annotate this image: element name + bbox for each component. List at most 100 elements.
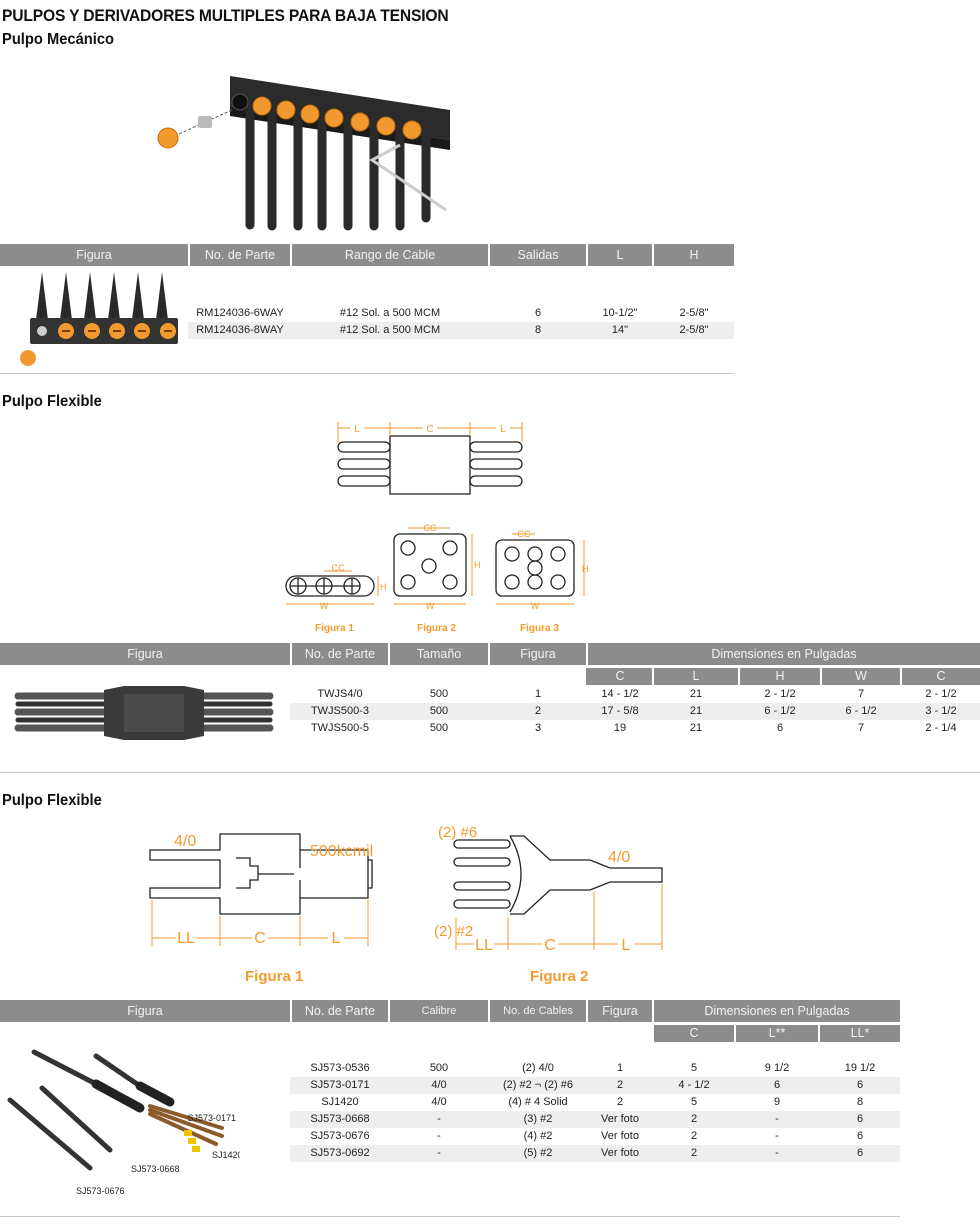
flex1-row2-part: TWJS500-3: [310, 705, 370, 717]
flex2-figure1-caption: Figura 1: [245, 968, 304, 985]
mech-row1-H: 2-5/8": [679, 307, 709, 319]
flex2-row5-cal: -: [437, 1130, 441, 1142]
flex1-row1-C: 14 - 1/2: [601, 688, 639, 700]
flex2-row4-part: SJ573-0668: [310, 1113, 370, 1125]
fig2-label-out: 4/0: [608, 849, 630, 866]
photo-label-2: SJ1420: [212, 1150, 240, 1160]
dim-col-L: L: [692, 669, 700, 683]
flex2-row2-cal: 4/0: [431, 1079, 447, 1091]
flex1-row3-part: TWJS500-5: [310, 722, 370, 734]
flex2-row3-cal: 4/0: [431, 1096, 447, 1108]
flex2-row5-dims-1: -: [775, 1130, 779, 1142]
flex2-row2-fig: 2: [616, 1079, 624, 1091]
fig2-label-C: C: [544, 937, 556, 954]
fig1-label-LL: LL: [177, 930, 195, 947]
flex2-row1-dims-1: 9 1/2: [764, 1062, 790, 1074]
flex1-row3-C2: 2 - 1/4: [925, 722, 957, 734]
mech-row1-range: #12 Sol. a 500 MCM: [339, 307, 441, 319]
fig1-label-out: 500kcmil: [310, 843, 373, 860]
mech-row2-H: 2-5/8": [679, 324, 709, 336]
col-cables: No. de Cables: [503, 1005, 573, 1017]
dim-label-L-left: L: [354, 424, 360, 435]
fig1-label-in: 4/0: [174, 833, 196, 850]
col-figure: Figura: [520, 647, 556, 661]
flexible-2-table-image: SJ573-0171 SJ1420 SJ573-0668 SJ573-0676: [7, 1049, 240, 1174]
dim-col-C2: C: [936, 669, 946, 683]
section-title-mechanical: Pulpo Mecánico: [2, 31, 115, 48]
flex1-row1-C2: 2 - 1/2: [925, 688, 957, 700]
divider: [0, 1216, 900, 1217]
flex1-row3-L: 21: [689, 722, 703, 734]
flex2-row6-part: SJ573-0692: [310, 1147, 370, 1159]
flex2-figure2-caption: Figura 2: [530, 968, 589, 985]
col-part: No. de Parte: [304, 647, 376, 661]
flex2-row3-dims-1: 9: [773, 1096, 781, 1108]
divider: [0, 772, 980, 773]
dim-label-C-top: C: [426, 424, 433, 435]
section-title-flexible-1: Pulpo Flexible: [2, 393, 102, 410]
flex2-row5-fig: Ver foto: [601, 1130, 639, 1142]
col-H: H: [689, 248, 699, 262]
flex1-row1-L: 21: [689, 688, 703, 700]
fig2-label-in-a: (2) #6: [438, 824, 477, 841]
fig1-label-CC: CC: [332, 563, 345, 573]
fig1-label-H: H: [380, 582, 387, 592]
flex1-row3-W: 7: [857, 722, 865, 734]
dim-col-C: C: [689, 1026, 699, 1040]
col-L: L: [616, 248, 624, 262]
flex1-figure3-caption: Figura 3: [520, 623, 559, 634]
flex1-row3-size: 500: [429, 722, 449, 734]
flex2-row6-dims-0: 2: [690, 1147, 698, 1159]
flex2-row4-cal: -: [437, 1113, 441, 1125]
mechanical-table-header: Figura No. de Parte Rango de Cable Salid…: [0, 244, 734, 266]
dim-label-L-right: L: [500, 424, 506, 435]
col-size: Tamaño: [416, 647, 462, 661]
page-title: PULPOS Y DERIVADORES MULTIPLES PARA BAJA…: [2, 6, 449, 25]
flex2-row6-dims-1: -: [775, 1147, 779, 1159]
fig2-label-CC: CC: [424, 523, 437, 533]
flex1-row2-H: 6 - 1/2: [764, 705, 796, 717]
col-figura: Figura: [76, 248, 112, 262]
flex2-row1-part: SJ573-0536: [310, 1062, 370, 1074]
flex1-row1-part: TWJS4/0: [317, 688, 363, 700]
fig1-label-L: L: [332, 930, 341, 947]
fig1-label-C: C: [254, 930, 266, 947]
flex2-row1-dims-0: 5: [690, 1062, 698, 1074]
col-dimensions: Dimensiones en Pulgadas: [704, 1004, 850, 1018]
flex1-row1-fig: 1: [534, 688, 542, 700]
flex2-row5-dims-2: 6: [856, 1130, 864, 1142]
mechanical-connector-image: [157, 76, 450, 231]
flex2-row3-cables: (4) # 4 Solid: [508, 1096, 568, 1108]
divider: [0, 373, 734, 374]
flex2-row6-dims-2: 6: [856, 1147, 864, 1159]
col-part: No. de Parte: [304, 1004, 376, 1018]
flex2-row6-fig: Ver foto: [601, 1147, 639, 1159]
mech-row1-outlets: 6: [534, 307, 542, 319]
flex1-row3-H: 6: [776, 722, 784, 734]
flex1-row1-size: 500: [429, 688, 449, 700]
flex1-row1-H: 2 - 1/2: [764, 688, 796, 700]
fig3-label-W: W: [531, 601, 540, 611]
flex1-figure1-caption: Figura 1: [315, 623, 354, 634]
dim-col-LL: LL*: [850, 1026, 870, 1040]
flex1-row3-fig: 3: [534, 722, 542, 734]
flex2-row2-dims-1: 6: [773, 1079, 781, 1091]
flex1-row1-W: 7: [857, 688, 865, 700]
flex2-row4-dims-0: 2: [690, 1113, 698, 1125]
fig2-label-L: L: [622, 937, 631, 954]
flexible-1-dim-subheader: C L H W C: [586, 668, 980, 685]
flexible-1-diagrams: L C L CC W H CC W H CC W H: [285, 422, 589, 611]
mech-row2-outlets: 8: [534, 324, 542, 336]
flex1-row2-C2: 3 - 1/2: [925, 705, 957, 717]
flex1-row2-C: 17 - 5/8: [601, 705, 639, 717]
flex2-row2-part: SJ573-0171: [310, 1079, 370, 1091]
mech-row1-part: RM124036-6WAY: [196, 307, 284, 319]
col-gauge: Calibre: [421, 1005, 457, 1017]
flex2-row3-part: SJ1420: [321, 1096, 359, 1108]
flex2-row1-cal: 500: [429, 1062, 449, 1074]
fig3-label-CC: CC: [518, 529, 531, 539]
fig2-label-LL: LL: [475, 937, 493, 954]
flex2-row2-dims-2: 6: [856, 1079, 864, 1091]
flex1-row3-C: 19: [613, 722, 627, 734]
flex2-row5-part: SJ573-0676: [310, 1130, 370, 1142]
